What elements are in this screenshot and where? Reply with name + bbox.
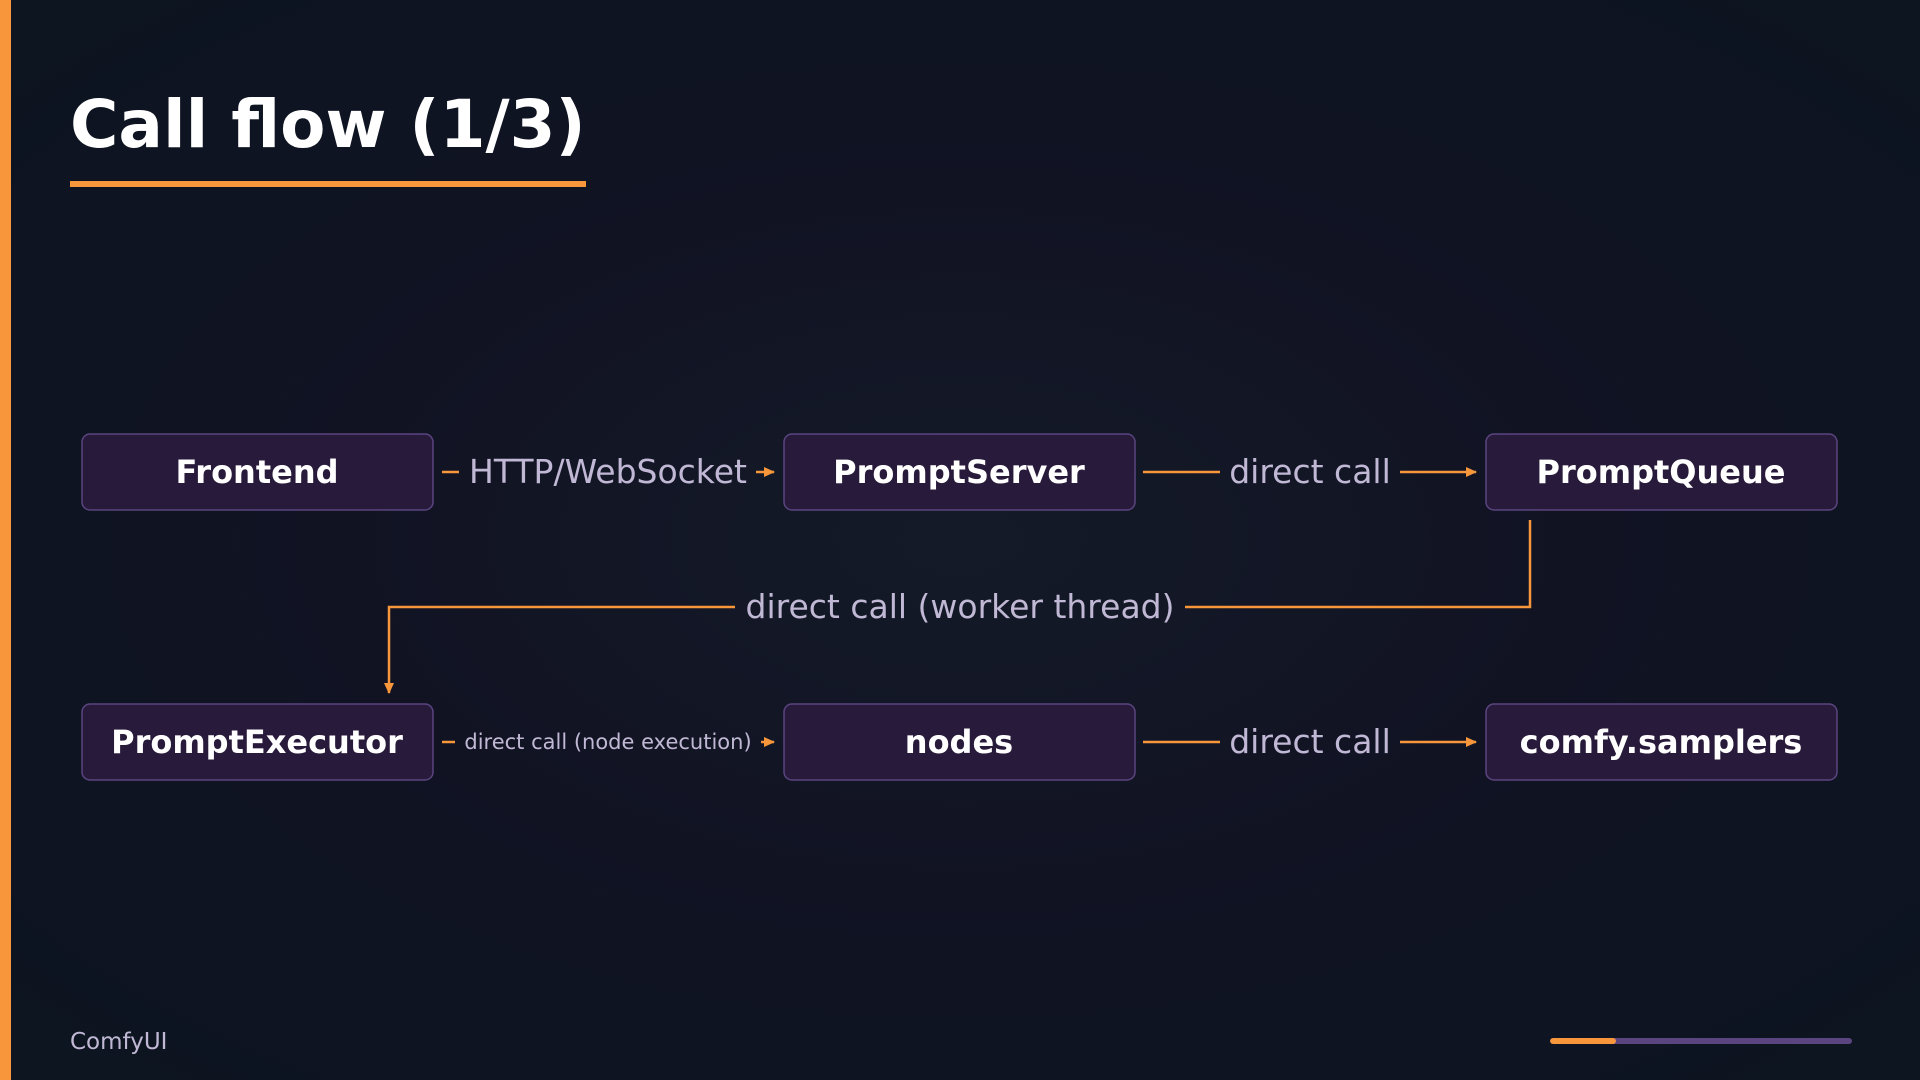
node-box	[81, 433, 434, 511]
node-box	[783, 703, 1136, 781]
edge-line	[1185, 520, 1532, 609]
node-frontend: Frontend	[81, 433, 434, 511]
node-promptexecutor: PromptExecutor	[81, 703, 434, 781]
edge-promptqueue-to-promptexecutor: direct call (worker thread)	[384, 520, 1532, 694]
edge-frontend-to-promptserver: HTTP/WebSocket	[442, 452, 775, 491]
node-label: PromptQueue	[1537, 453, 1786, 491]
node-promptqueue: PromptQueue	[1485, 433, 1838, 511]
node-box	[783, 433, 1136, 511]
node-label: comfy.samplers	[1520, 723, 1803, 761]
slide-progress-fill	[1550, 1038, 1617, 1044]
node-box	[1485, 433, 1838, 511]
title-underline	[70, 181, 586, 187]
node-box	[1485, 703, 1838, 781]
node-label: Frontend	[175, 453, 338, 491]
edge-promptserver-to-promptqueue: direct call	[1143, 452, 1477, 491]
node-promptserver: PromptServer	[783, 433, 1136, 511]
edge-label: direct call (node execution)	[464, 730, 751, 754]
node-label: nodes	[905, 723, 1013, 761]
slide-progress-bar	[1550, 1038, 1852, 1044]
edge-label: direct call (worker thread)	[746, 587, 1175, 626]
node-comfy-samplers: comfy.samplers	[1485, 703, 1838, 781]
node-box	[81, 703, 434, 781]
node-label: PromptExecutor	[111, 723, 403, 761]
accent-bar	[0, 0, 11, 1080]
edge-promptexecutor-to-nodes: direct call (node execution)	[442, 730, 775, 754]
edge-label: direct call	[1229, 722, 1391, 761]
edge-label: direct call	[1229, 452, 1391, 491]
node-nodes: nodes	[783, 703, 1136, 781]
footer-brand: ComfyUI	[70, 1029, 168, 1055]
edge-nodes-to-samplers: direct call	[1143, 722, 1477, 761]
edge-label: HTTP/WebSocket	[469, 452, 747, 491]
edge-arrow	[384, 605, 735, 694]
node-label: PromptServer	[833, 453, 1085, 491]
slide-title: Call flow (1/3)	[70, 86, 586, 163]
